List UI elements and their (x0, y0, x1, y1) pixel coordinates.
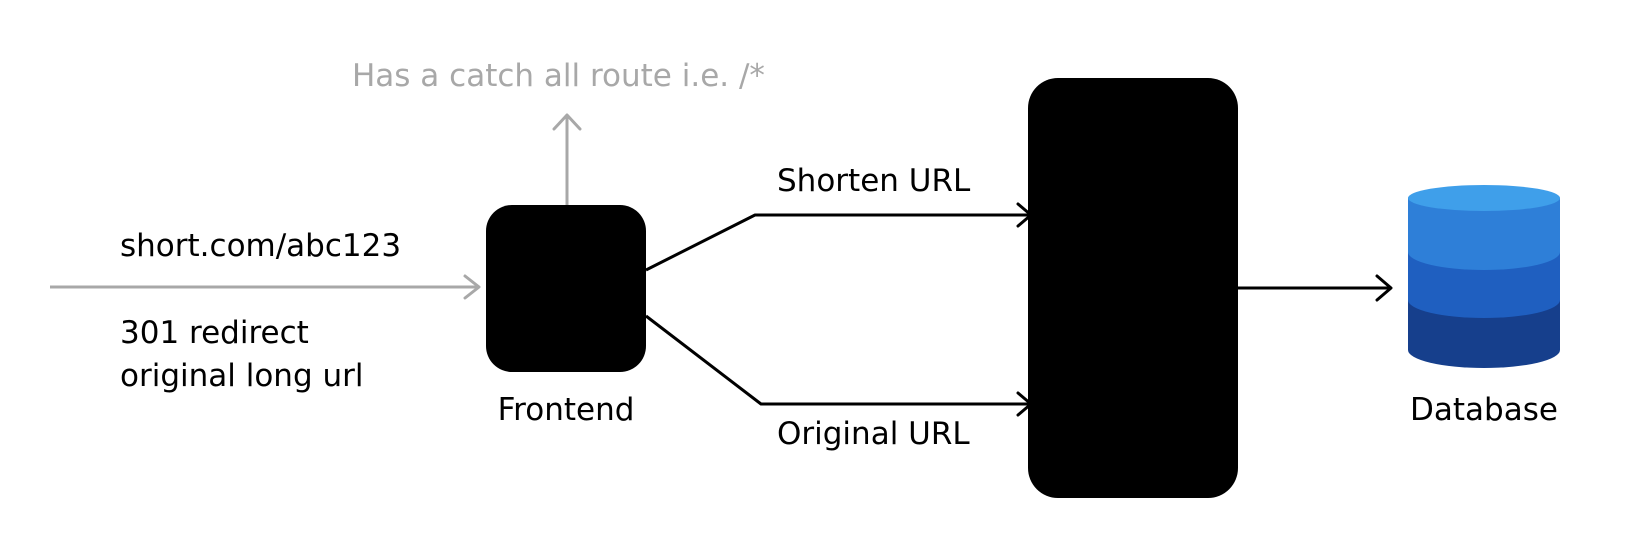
backend-to-database-arrow (1238, 274, 1393, 302)
shorten-url-arrow (645, 202, 1033, 272)
backend-node (1028, 78, 1238, 498)
database-label: Database (1410, 392, 1558, 428)
original-url-arrow (645, 314, 1033, 417)
response-label-line1: 301 redirect (120, 315, 309, 351)
incoming-request-arrow (50, 274, 481, 300)
catch-all-arrow (552, 113, 582, 205)
frontend-node (486, 205, 646, 372)
shorten-url-label: Shorten URL (777, 163, 971, 199)
response-label-line2: original long url (120, 358, 364, 394)
frontend-label: Frontend (497, 392, 635, 428)
original-url-label: Original URL (777, 416, 970, 452)
request-url-label: short.com/abc123 (120, 228, 402, 264)
catch-all-note: Has a catch all route i.e. /* (352, 58, 765, 94)
database-cylinder-icon (1408, 185, 1560, 368)
